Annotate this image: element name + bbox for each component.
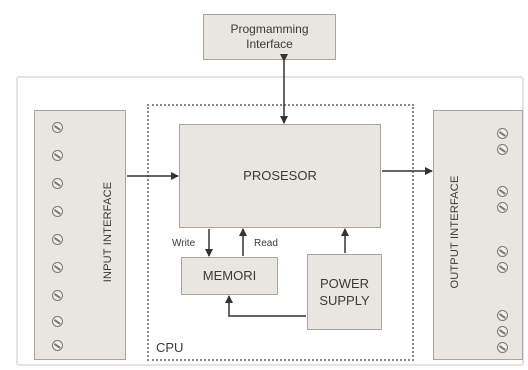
power-supply-line1: POWER bbox=[319, 276, 370, 291]
power-supply-box: POWER SUPPLY bbox=[307, 254, 382, 330]
output-terminal-screw-icon bbox=[497, 342, 508, 353]
output-terminal-screw-icon bbox=[497, 128, 508, 139]
programming-interface-line2: Interface bbox=[246, 37, 293, 51]
memory-box: MEMORI bbox=[181, 257, 278, 295]
input-terminal-screw-icon bbox=[52, 316, 63, 327]
input-terminal-screw-icon bbox=[52, 150, 63, 161]
output-interface-box bbox=[433, 110, 523, 360]
input-terminal-screw-icon bbox=[52, 262, 63, 273]
input-terminal-screw-icon bbox=[52, 122, 63, 133]
system-outer-frame bbox=[16, 76, 524, 366]
cpu-label: CPU bbox=[156, 340, 184, 355]
output-terminal-screw-icon bbox=[497, 262, 508, 273]
output-terminal-screw-icon bbox=[497, 326, 508, 337]
output-terminal-screw-icon bbox=[497, 186, 508, 197]
input-terminal-screw-icon bbox=[52, 234, 63, 245]
programming-interface-line1: Progmamming bbox=[230, 22, 309, 36]
input-terminal-screw-icon bbox=[52, 290, 63, 301]
input-terminal-screw-icon bbox=[52, 340, 63, 351]
input-terminal-screw-icon bbox=[52, 206, 63, 217]
programming-interface-box: Progmamming Interface bbox=[203, 14, 336, 60]
memory-write-label: Write bbox=[172, 238, 196, 249]
output-terminal-screw-icon bbox=[497, 202, 508, 213]
input-interface-box bbox=[34, 110, 126, 360]
output-terminal-screw-icon bbox=[497, 144, 508, 155]
processor-box: PROSESOR bbox=[179, 124, 381, 228]
processor-label: PROSESOR bbox=[243, 168, 317, 183]
power-to-memory-arrow bbox=[225, 295, 306, 317]
output-terminal-screw-icon bbox=[497, 246, 508, 257]
output-terminal-screw-icon bbox=[497, 310, 508, 321]
memory-label: MEMORI bbox=[202, 268, 257, 283]
memory-read-label: Read bbox=[254, 238, 278, 249]
input-terminal-screw-icon bbox=[52, 178, 63, 189]
power-supply-line2: SUPPLY bbox=[319, 293, 370, 308]
